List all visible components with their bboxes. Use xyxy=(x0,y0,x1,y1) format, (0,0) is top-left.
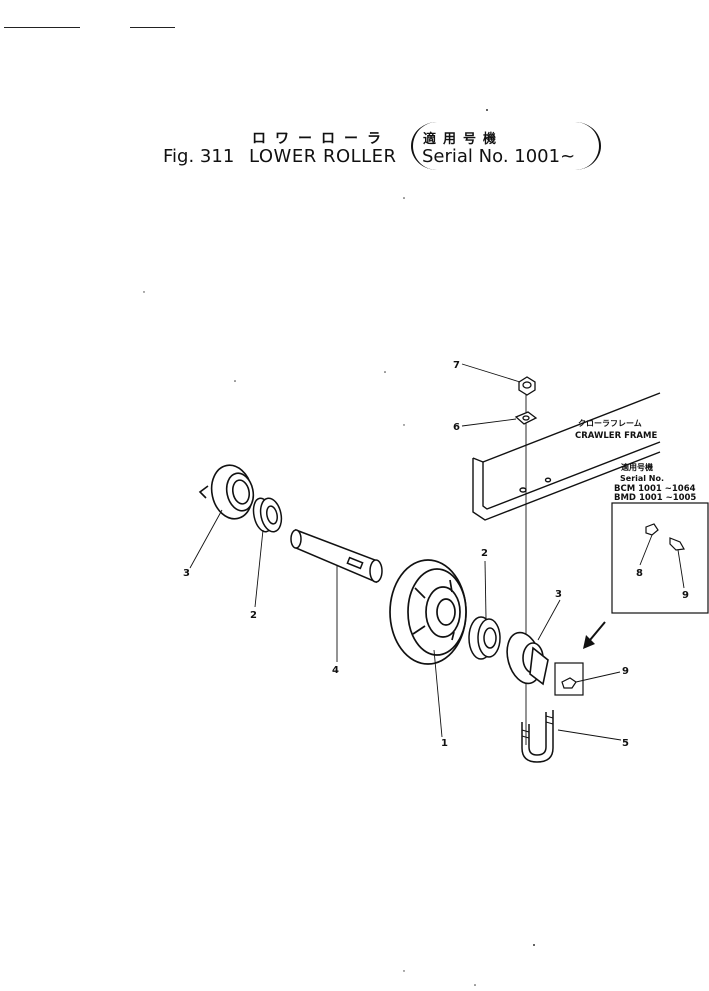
inset-serial-label: Serial No. xyxy=(620,474,664,483)
crawler-frame xyxy=(472,392,661,521)
scan-specks xyxy=(143,109,535,986)
leader-lines xyxy=(189,363,685,741)
part-7-nut xyxy=(518,376,536,396)
inset-pointer-arrowhead xyxy=(583,635,595,649)
part-6-plate-washer xyxy=(514,411,538,425)
frame-label-japanese: クローラフレーム xyxy=(578,418,642,428)
inset-range-1: BCM 1001 ~1064 xyxy=(614,484,696,494)
figure-number: Fig. 311 xyxy=(163,146,235,167)
part-5-u-bolt xyxy=(521,710,554,763)
part-3-collar-left xyxy=(198,464,255,520)
callout-3-left: 3 xyxy=(183,568,190,579)
figure-title: LOWER ROLLER xyxy=(249,146,397,167)
part-4-shaft xyxy=(290,528,383,584)
serial-range: Serial No. 1001~ xyxy=(422,146,576,167)
callout-1: 1 xyxy=(441,738,448,749)
inset-label-japanese: 適用号機 xyxy=(621,462,653,472)
callout-8: 8 xyxy=(636,568,643,579)
frame-label: CRAWLER FRAME xyxy=(575,431,657,441)
inset-range-2: BMD 1001 ~1005 xyxy=(614,493,696,503)
part-9-fitting-box xyxy=(554,662,584,696)
callout-2-right: 2 xyxy=(481,548,488,559)
callout-2-left: 2 xyxy=(250,610,257,621)
part-1-roller-body xyxy=(389,559,467,665)
callout-3-right: 3 xyxy=(555,589,562,600)
header-rule-right xyxy=(130,27,175,28)
part-2-bushing-right xyxy=(468,616,501,660)
header-rule-left xyxy=(4,27,80,28)
serial-bracket xyxy=(411,122,601,170)
callout-5: 5 xyxy=(622,738,629,749)
part-2-bushing-left xyxy=(252,497,283,533)
title-japanese: ロワーローラ xyxy=(252,131,390,147)
callout-7: 7 xyxy=(453,360,460,371)
serial-inset-box xyxy=(611,502,709,614)
callout-9-inset: 9 xyxy=(682,590,689,601)
part-3-collar-right xyxy=(506,631,549,686)
serial-japanese: 適用号機 xyxy=(423,132,504,147)
callout-9-main: 9 xyxy=(622,666,629,677)
callout-4: 4 xyxy=(332,665,339,676)
inset-pointer-arrow xyxy=(589,621,606,641)
callout-6: 6 xyxy=(453,422,460,433)
